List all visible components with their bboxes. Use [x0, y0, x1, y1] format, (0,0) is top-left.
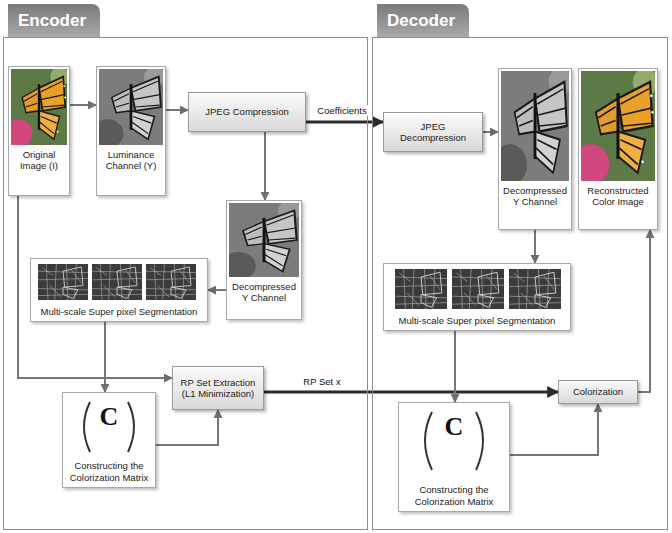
image-box: Reconstructed Color Image [578, 68, 658, 230]
gray-thumbnail [92, 67, 166, 148]
flow-arrow [104, 322, 106, 392]
panel: EncoderOriginal Image (I)Luminance Chann… [3, 37, 368, 530]
segment-thumbnail [509, 269, 561, 309]
segment-thumbnail [395, 269, 447, 309]
node-label: Decompressed Y Channel [501, 185, 569, 208]
matrix-symbol: C [402, 413, 506, 442]
image-box: Original Image (I) [8, 66, 70, 196]
flow-arrow [510, 404, 598, 455]
matrix-box: C Constructing the Colorization Matrix [62, 392, 156, 488]
image-box: Decompressed Y Channel [498, 68, 572, 230]
flow-arrow [166, 109, 188, 111]
flow-arrow [483, 131, 498, 133]
panel: DecoderJPEG DecompressionDecompressed Y … [372, 37, 668, 530]
matrix-box: C Constructing the Colorization Matrix [398, 402, 510, 512]
process-box: Colorization [558, 380, 638, 404]
flow-arrow [70, 104, 96, 106]
segment-thumbnail [452, 269, 504, 309]
node-label: Multi-scale Super pixel Segmentation [386, 315, 568, 326]
flow-arrow [264, 132, 266, 200]
process-box: JPEG Compression [188, 92, 306, 132]
node-label: Decompressed Y Channel [229, 281, 299, 304]
node-label: RP Set Extraction (L1 Minimization) [177, 377, 259, 400]
process-box: JPEG Decompression [383, 112, 483, 152]
process-box: RP Set Extraction (L1 Minimization) [172, 366, 264, 410]
flow-arrow [18, 196, 172, 378]
matrix-symbol: C [66, 403, 152, 432]
flow-arrow [638, 230, 650, 392]
segmentation-box: Multi-scale Super pixel Segmentation [383, 263, 571, 331]
flow-arrow [208, 289, 226, 291]
segment-thumbnail [38, 264, 88, 300]
flow-arrow [534, 230, 536, 263]
segmentation-box: Multi-scale Super pixel Segmentation [30, 258, 208, 322]
flow-arrow [156, 410, 218, 445]
node-label: Multi-scale Super pixel Segmentation [33, 306, 205, 317]
node-label: Luminance Channel (Y) [99, 149, 163, 172]
gray-thumbnail [493, 68, 571, 185]
node-label: JPEG Compression [205, 106, 288, 117]
node-label: Colorization [573, 386, 623, 397]
node-label: Constructing the Colorization Matrix [66, 460, 152, 483]
panel-title: Encoder [8, 4, 100, 37]
color-thumbnail [572, 68, 657, 185]
segment-thumbnail [92, 264, 142, 300]
image-box: Decompressed Y Channel [226, 200, 302, 320]
edge-label: Coefficients [315, 105, 368, 116]
segment-thumbnail [146, 264, 196, 300]
image-box: Luminance Channel (Y) [96, 66, 166, 196]
gray-thumbnail [221, 201, 302, 280]
panel-title: Decoder [377, 4, 469, 37]
node-label: Original Image (I) [11, 149, 67, 172]
data-flow-arrow [264, 391, 558, 394]
color-thumbnail [4, 67, 68, 148]
node-label: Constructing the Colorization Matrix [402, 484, 506, 507]
edge-label: RP Set x [301, 376, 342, 387]
flow-arrow [454, 331, 456, 402]
node-label: Reconstructed Color Image [581, 185, 655, 208]
node-label: JPEG Decompression [388, 121, 478, 144]
